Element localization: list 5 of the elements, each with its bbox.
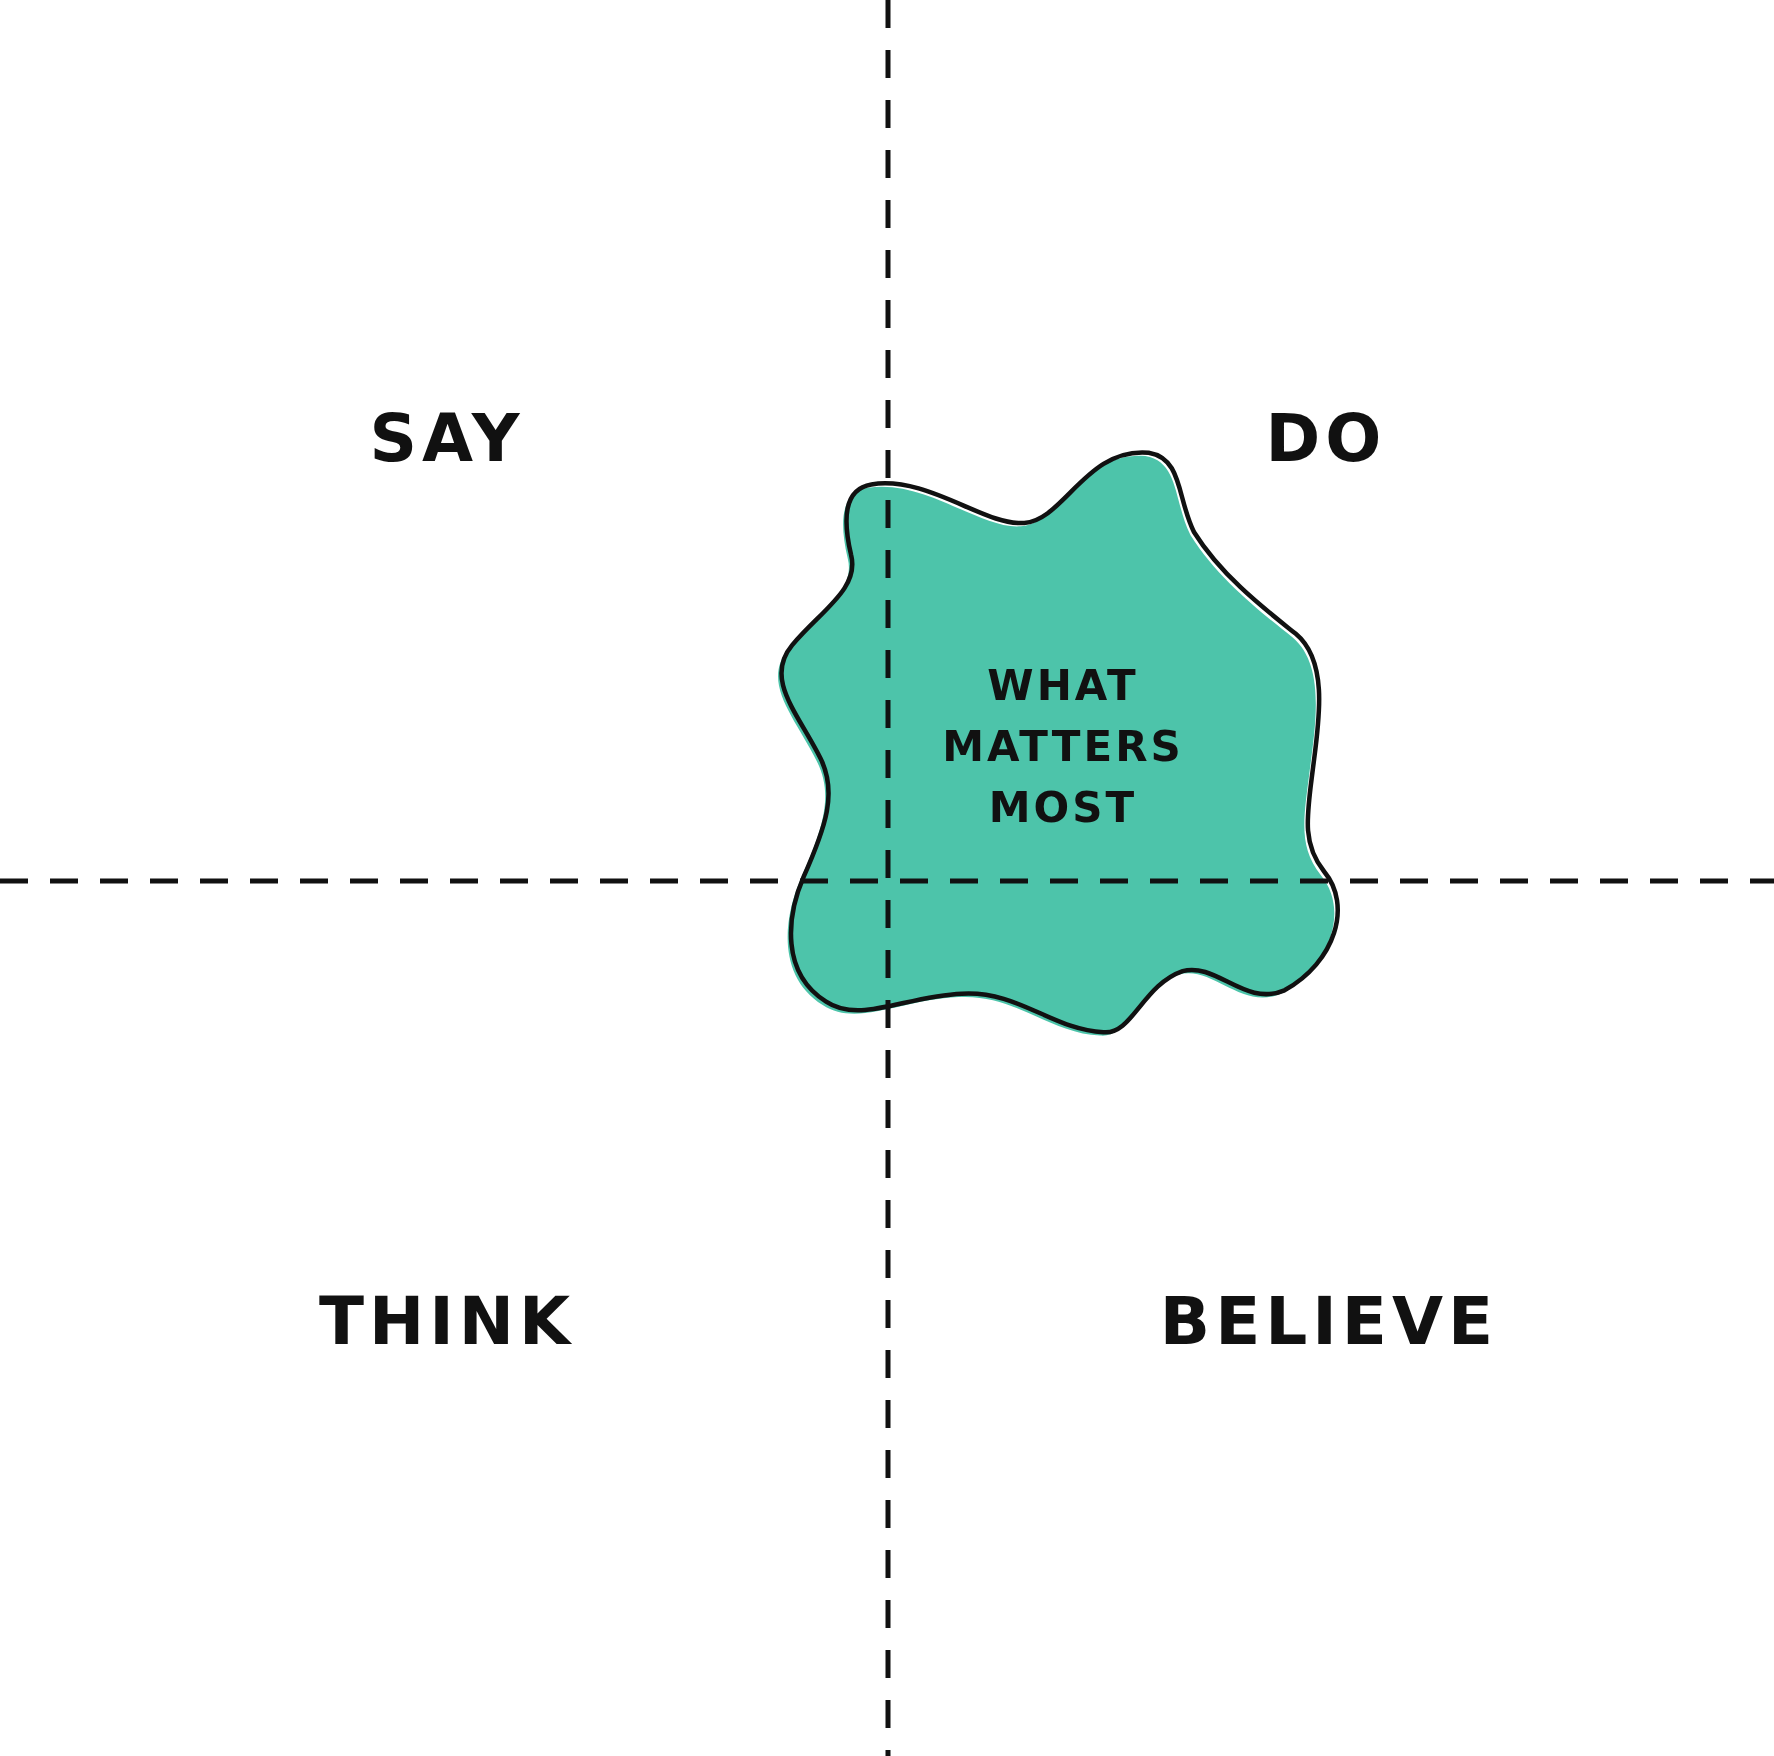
blob-label: WHAT MATTERS MOST bbox=[941, 659, 1185, 834]
quadrant-label: THINK bbox=[318, 1282, 576, 1360]
quadrant-label: SAY bbox=[369, 399, 525, 477]
quadrant-label: DO bbox=[1265, 399, 1387, 477]
quadrant-label: BELIEVE bbox=[1159, 1282, 1499, 1360]
